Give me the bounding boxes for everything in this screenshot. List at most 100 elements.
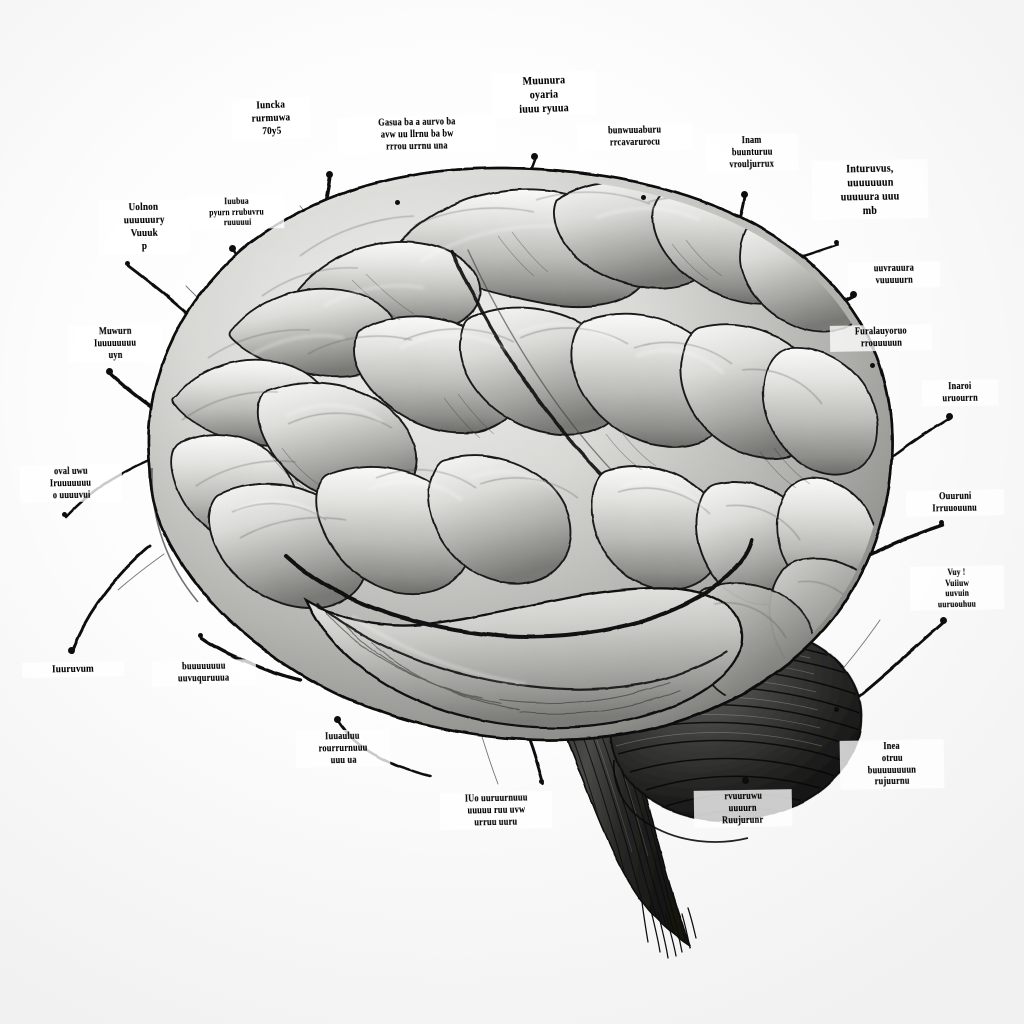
leader-anchor-dot	[229, 245, 236, 252]
annotation-label-line: Ruujurunr	[722, 814, 764, 826]
annotation-label-line: Iuuauluu	[325, 730, 361, 743]
annotation-label-line: Iuuuuuuuu	[93, 337, 137, 350]
annotation-label-line: buuuuuuuun	[867, 764, 917, 777]
leader-anchor-dot	[326, 171, 333, 178]
leader-anchor-dot	[395, 200, 400, 205]
leader-anchor-dot	[870, 363, 875, 368]
annotation-label-line: Inea	[883, 740, 901, 753]
annotation-label-line: o uuuuvui	[52, 489, 91, 501]
annotation-label-line: Inturuvus,	[845, 160, 894, 176]
leader-anchor-dot	[741, 191, 748, 198]
annotation-label-line: uyn	[108, 349, 123, 361]
annotation-label-line: otruu	[881, 752, 903, 764]
annotation-label-line: rvuuruwu	[723, 790, 762, 803]
annotation-label-line: mb	[863, 203, 878, 218]
hairline-stroke	[117, 553, 165, 591]
leader-anchor-dot	[742, 777, 749, 784]
annotation-label-line: rujuurnu	[874, 776, 910, 788]
annotation-label-line: p	[141, 239, 148, 252]
leader-line	[70, 544, 152, 654]
leader-anchor-dot	[198, 633, 203, 638]
annotation-label-line: uuvuin	[945, 588, 970, 599]
leader-anchor-dot	[834, 240, 839, 245]
annotation-label-line: Muwurn	[98, 325, 132, 338]
annotation-label-line: Ouuruni	[938, 490, 972, 503]
annotation-label-line: Inaroi	[948, 380, 972, 393]
annotation-label-line: iuuu ryuua	[519, 100, 570, 117]
annotation-label-line: vrouljurrux	[729, 158, 775, 170]
leader-anchor-dot	[334, 716, 341, 723]
leader-anchor-dot	[641, 195, 646, 200]
annotation-label-line: uuuuura uuu	[840, 188, 900, 204]
leader-anchor-dot	[62, 512, 67, 517]
annotation-label-line: buuuuuuuu	[182, 660, 226, 673]
leader-anchor-dot	[940, 617, 947, 624]
annotation-label-line: Irruuouunu	[932, 502, 978, 515]
annotation-label[interactable]: Iuuruvum	[21, 661, 125, 678]
annotation-label-line: rrrou urrnu una	[386, 140, 449, 153]
annotation-label-line: 70y5	[261, 124, 282, 138]
leader-anchor-dot	[834, 707, 839, 712]
leader-anchor-dot	[531, 153, 538, 160]
annotation-label-line: Furalauyoruo	[854, 325, 907, 338]
annotation-label-line: uuuuuuun	[846, 174, 894, 190]
hairline-stroke	[839, 619, 881, 673]
annotation-label-line: Iuuruvum	[51, 662, 95, 676]
annotation-label-line: bunwuuaburu	[608, 124, 662, 137]
annotation-label-line: oyaria	[529, 86, 559, 102]
annotation-label-line: uuuuu ruu uvw	[467, 804, 525, 817]
annotation-label-line: uuvuquruuua	[178, 672, 230, 685]
leader-anchor-dot	[539, 779, 544, 784]
annotation-label-line: buunturuu	[731, 146, 773, 159]
leader-anchor-dot	[106, 368, 113, 375]
annotation-label-line: Vuiiuw	[944, 577, 969, 588]
annotation-label-line: uuuuuury	[123, 213, 165, 227]
annotation-label-line: Vuy !	[947, 566, 966, 578]
leader-anchor-dot	[68, 647, 75, 654]
annotation-label-line: vuuuuurn	[875, 274, 913, 287]
annotation-label-line: Muunura	[521, 72, 566, 88]
annotation-label-line: uuruouhuu	[938, 598, 977, 610]
leader-anchor-dot	[939, 520, 944, 525]
annotation-label-line: ruuuuui	[223, 216, 252, 228]
annotation-label-line: Iuubua	[224, 195, 250, 207]
leader-anchor-dot	[125, 261, 130, 266]
annotation-label-line: rurmuwa	[251, 111, 291, 125]
annotation-label-line: Uolnon	[128, 200, 159, 214]
annotation-label-line: uuu ua	[330, 754, 357, 766]
annotation-label-line: uuuurn	[728, 802, 758, 815]
leader-line	[850, 620, 946, 704]
annotation-label-line: rourrurnuuu	[318, 742, 368, 755]
annotation-label-line: uuvrauura	[873, 262, 915, 275]
annotation-label-line: Iruuuuuuu	[50, 477, 92, 490]
annotation-label-line: oval uwu	[53, 465, 88, 478]
annotation-label-line: rrcavarurocu	[609, 136, 661, 149]
annotation-label-line: Iuncka	[255, 98, 286, 112]
annotation-label-line: Inam	[741, 134, 762, 147]
annotation-label-line: pyurn rrubuvru	[209, 206, 265, 218]
leader-anchor-dot	[850, 291, 857, 298]
leader-anchor-dot	[946, 413, 953, 420]
